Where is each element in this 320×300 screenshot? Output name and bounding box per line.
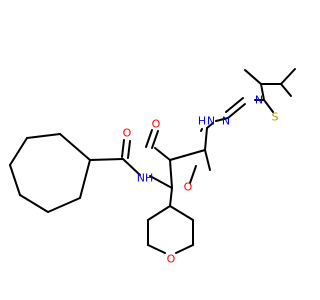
bond [89,158,124,161]
ring-oxygen-label: O [167,253,176,266]
chemical-structure-diagram: O NH O O O N H N N S [9,68,296,266]
thiazolidine-nitrogen-label: N [255,94,263,107]
bond [215,117,229,122]
thiazolidine-sulfur-label: S [272,111,279,124]
hydrazine-n1-label: N [207,115,215,128]
bond [151,130,159,149]
bond [175,244,194,254]
bond [206,122,214,129]
bond [47,197,81,213]
bond [200,128,203,132]
bond [127,140,131,159]
oxane-ring [147,187,194,254]
bond [280,83,292,97]
bond [145,129,153,148]
amide-group [89,139,173,189]
hydrazide-oxygen-label: O [184,181,193,194]
bond [260,83,265,101]
bond [204,149,211,171]
bond [169,159,173,189]
cycloheptane-ring [9,133,91,213]
bond [227,103,246,119]
bond [189,165,197,184]
bond [79,159,91,199]
bond [19,194,49,213]
bond [280,68,296,85]
bond [225,97,244,113]
bond [169,205,194,221]
bond [204,127,208,151]
keto-oxygen-label: O [152,118,161,131]
bond [149,175,173,189]
hydrazone-nitrogen-label: N [222,115,230,128]
bond [244,69,262,85]
bond [263,99,274,113]
bond [169,187,173,207]
amide-oxygen-label: O [123,127,132,140]
bond [121,139,125,158]
bond [122,158,141,176]
bond [147,244,166,254]
bond [169,149,206,161]
bond [9,164,21,196]
amide-nitrogen-label: NH [137,172,154,185]
atom-labels: O NH O O O N H N N S [123,94,279,266]
bond [147,205,171,221]
bond [9,137,28,166]
bond [154,147,171,161]
bond [26,133,61,139]
hydrazone-thiazolidine-group [215,68,296,122]
bond [59,133,91,161]
hydrazine-nh-label: H [198,115,206,128]
backbone-chain [145,122,214,189]
